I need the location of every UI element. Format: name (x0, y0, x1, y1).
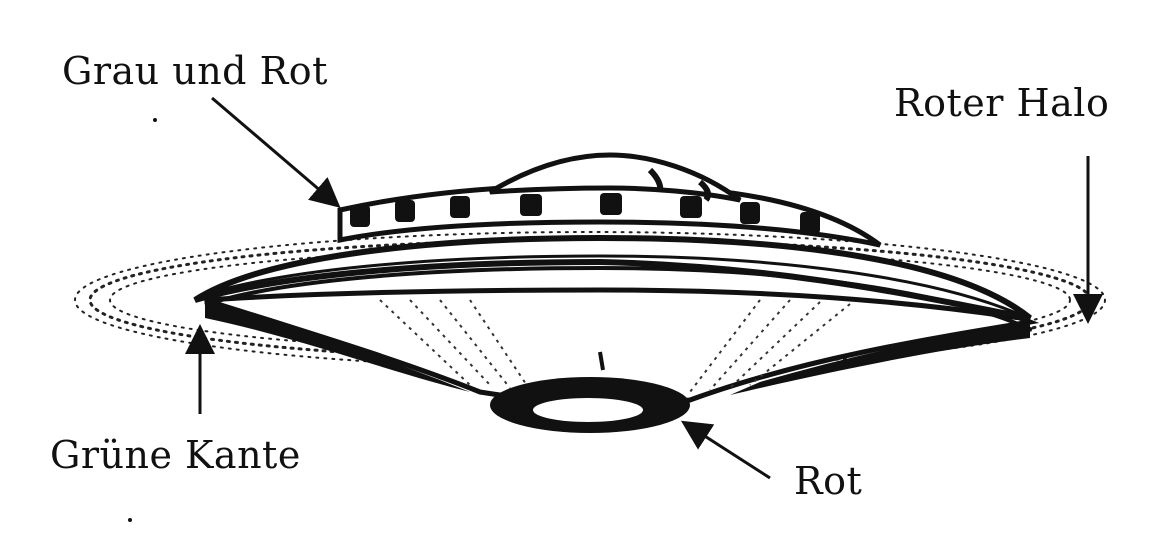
label-roter-halo: Roter Halo (894, 81, 1110, 125)
label-grau-und-rot: Grau und Rot (62, 49, 328, 93)
label-rot: Rot (794, 459, 863, 503)
ufo-window-band (337, 182, 882, 248)
ufo-rim (193, 234, 1033, 332)
speck (153, 118, 157, 122)
arrow-grau-und-rot (211, 96, 341, 208)
speck (128, 518, 132, 522)
ufo-dome (488, 152, 742, 203)
ufo-underside (204, 287, 1040, 433)
label-gruene-kante: Grüne Kante (50, 433, 301, 477)
arrow-rot (680, 420, 771, 480)
pointer-arrows (185, 96, 1103, 480)
